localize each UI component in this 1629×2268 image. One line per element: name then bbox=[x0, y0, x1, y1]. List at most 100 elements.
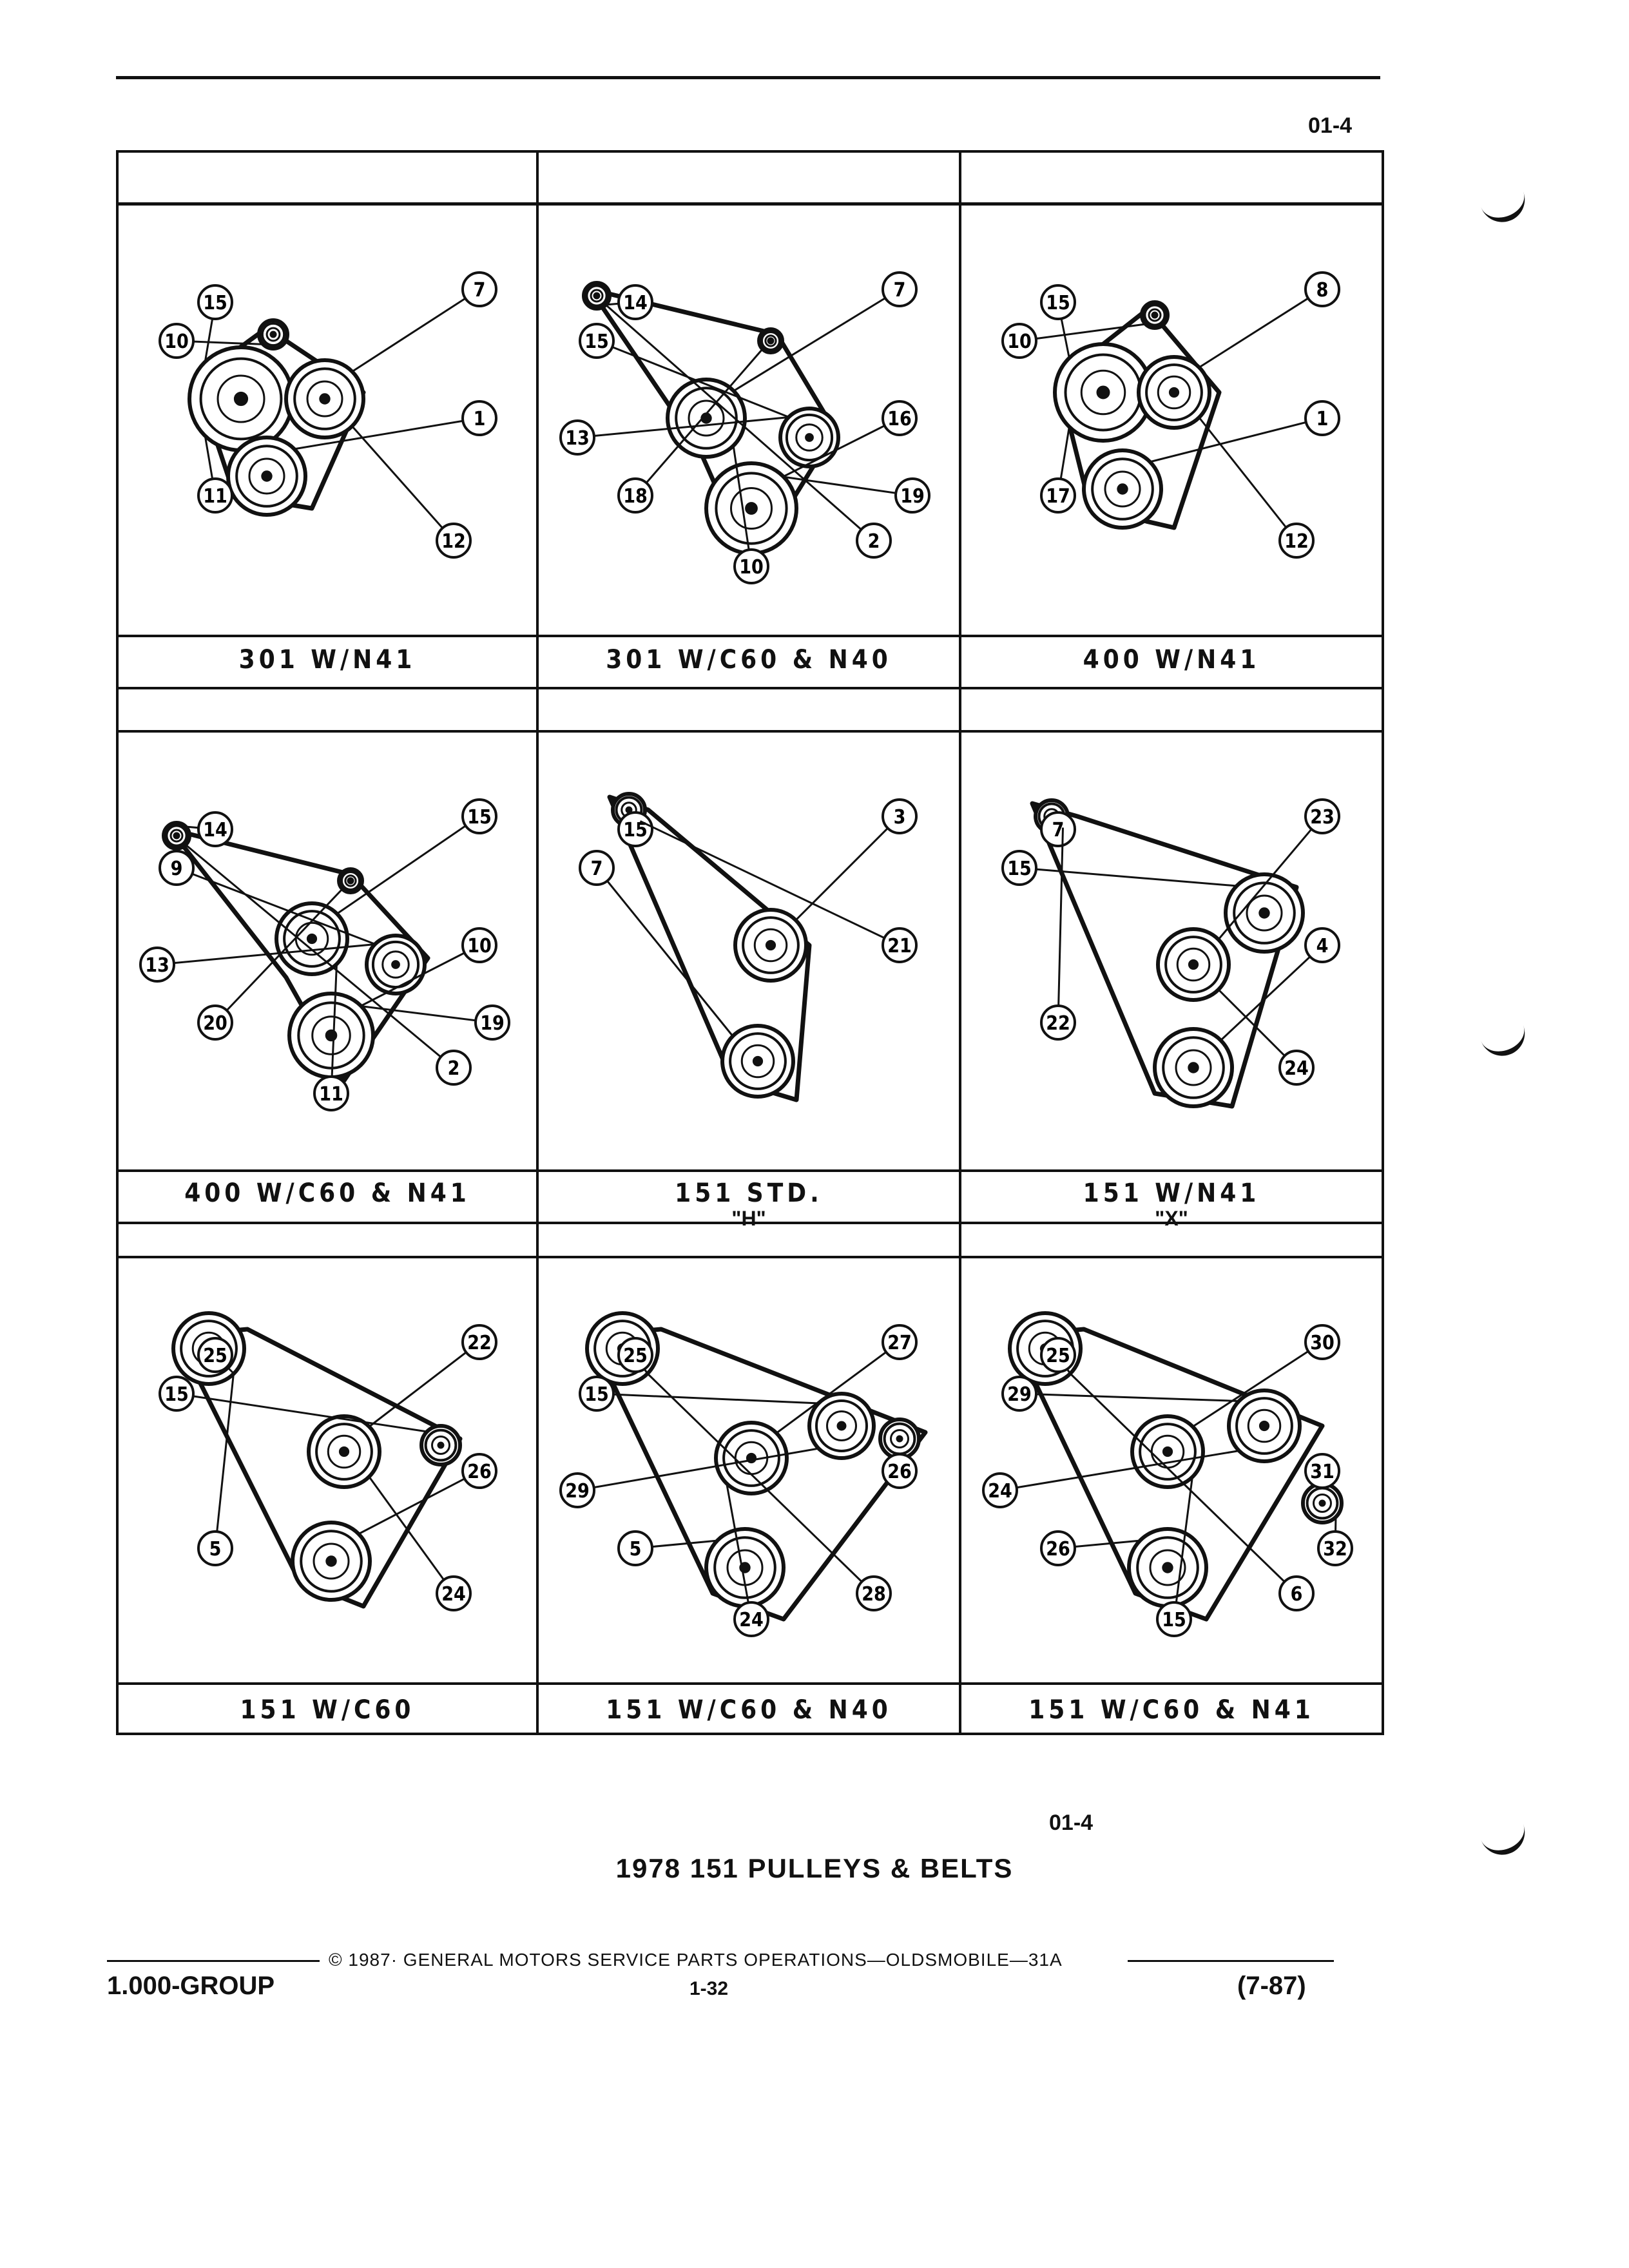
callout-leader bbox=[360, 944, 480, 1007]
callout-circle bbox=[982, 1472, 1018, 1508]
pulley bbox=[1127, 1527, 1208, 1608]
callout-number: 15 bbox=[1046, 292, 1070, 314]
panel-caption: 151 W/C60 bbox=[240, 1695, 415, 1725]
callout-circle bbox=[1278, 1050, 1315, 1086]
callout-leader bbox=[1149, 417, 1323, 463]
panel-caption: 151 W/C60 & N40 bbox=[606, 1695, 892, 1725]
callout-leader bbox=[368, 1341, 480, 1428]
panel-caption: 301 W/C60 & N40 bbox=[606, 645, 892, 675]
callout-circle bbox=[1317, 1530, 1353, 1566]
callout-circle bbox=[197, 1337, 233, 1373]
callout-number: 22 bbox=[467, 1332, 492, 1354]
callout-circle bbox=[882, 927, 918, 963]
callout-circle bbox=[856, 523, 892, 559]
callout-number: 7 bbox=[894, 279, 906, 302]
pulley bbox=[1224, 872, 1305, 954]
callout-number: 23 bbox=[1310, 806, 1335, 829]
callout-leader bbox=[775, 1341, 900, 1434]
callout-circle bbox=[1001, 1376, 1037, 1412]
pulley bbox=[257, 318, 289, 351]
callout-number: 14 bbox=[623, 292, 648, 314]
callout-circle bbox=[197, 284, 233, 320]
group-label: 1.000-GROUP bbox=[107, 1972, 275, 2000]
callout-leader bbox=[1173, 1476, 1193, 1620]
callout-circle bbox=[882, 1453, 918, 1489]
callout-number: 4 bbox=[1316, 935, 1329, 957]
callout-leader bbox=[330, 963, 338, 1094]
callout-number: 21 bbox=[887, 935, 912, 957]
pulley bbox=[778, 407, 840, 468]
callout-leader bbox=[1057, 827, 1064, 1023]
callout-leader bbox=[1191, 1341, 1323, 1428]
callout-circle bbox=[461, 798, 497, 834]
callout-circle bbox=[1040, 477, 1076, 514]
callout-number: 15 bbox=[1007, 858, 1032, 880]
callout-leader bbox=[1019, 1392, 1240, 1402]
callout-number: 5 bbox=[209, 1538, 222, 1561]
pulley bbox=[1153, 1027, 1234, 1108]
callout-leader bbox=[596, 340, 790, 418]
binder-hole-mark bbox=[1478, 1017, 1532, 1062]
callout-number: 1 bbox=[474, 408, 486, 430]
callout-leader bbox=[577, 416, 789, 439]
callout-number: 11 bbox=[203, 485, 227, 508]
callout-leader bbox=[351, 288, 480, 373]
callout-leader bbox=[1217, 988, 1298, 1069]
column-divider bbox=[1382, 150, 1384, 1735]
panel-caption: 151 W/C60 & N41 bbox=[1028, 1695, 1315, 1725]
callout-leader bbox=[795, 815, 901, 921]
pulley bbox=[1082, 448, 1163, 530]
callout-number: 28 bbox=[862, 1583, 886, 1606]
callout-number: 26 bbox=[467, 1461, 492, 1483]
figure-code: 01-4 bbox=[1049, 1811, 1094, 1835]
callout-leader bbox=[782, 417, 900, 478]
binder-hole-mark bbox=[1478, 184, 1532, 229]
callout-circle bbox=[1304, 1453, 1340, 1489]
callout-circle bbox=[559, 419, 595, 456]
callout-circle bbox=[1304, 400, 1340, 436]
callout-leader bbox=[351, 425, 455, 541]
callout-number: 25 bbox=[623, 1345, 648, 1367]
callout-circle bbox=[1278, 523, 1315, 559]
panel-caption: 151 STD. bbox=[675, 1178, 823, 1208]
panel-caption: 400 W/N41 bbox=[1083, 645, 1260, 675]
callout-leader bbox=[726, 1483, 753, 1620]
callout-circle bbox=[474, 1004, 510, 1041]
callout-number: 15 bbox=[164, 1383, 189, 1406]
callout-circle bbox=[139, 947, 175, 983]
callout-number: 26 bbox=[1046, 1538, 1070, 1561]
callout-circle bbox=[1040, 1004, 1076, 1041]
callout-leader bbox=[999, 1450, 1240, 1492]
callout-circle bbox=[159, 323, 195, 359]
callout-number: 10 bbox=[467, 935, 492, 957]
callout-number: 13 bbox=[565, 427, 590, 450]
callout-circle bbox=[197, 811, 233, 847]
callout-number: 3 bbox=[894, 806, 906, 829]
callout-number: 24 bbox=[441, 1583, 466, 1606]
pulley bbox=[1301, 1482, 1344, 1524]
pulley bbox=[1156, 927, 1231, 1002]
callout-leader bbox=[293, 417, 480, 450]
header-band bbox=[116, 150, 1384, 205]
panel-caption: 301 W/N41 bbox=[238, 645, 416, 675]
callout-number: 30 bbox=[1310, 1332, 1335, 1354]
callout-circle bbox=[579, 850, 615, 886]
callout-circle bbox=[617, 1530, 653, 1566]
callout-circle bbox=[1040, 1337, 1076, 1373]
callout-circle bbox=[1304, 1324, 1340, 1360]
callout-number: 31 bbox=[1310, 1461, 1335, 1483]
footer-rule-left bbox=[107, 1960, 320, 1962]
callout-circle bbox=[1278, 1575, 1315, 1611]
callout-number: 12 bbox=[1284, 530, 1309, 553]
callout-circle bbox=[733, 548, 769, 584]
